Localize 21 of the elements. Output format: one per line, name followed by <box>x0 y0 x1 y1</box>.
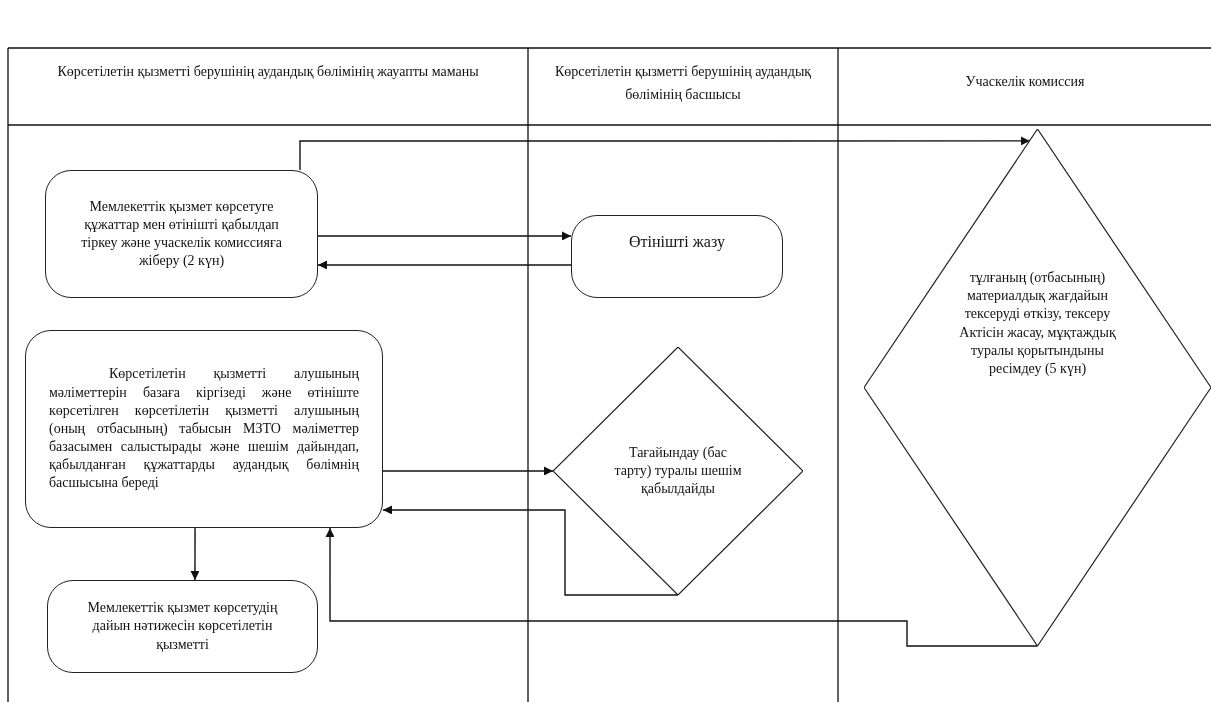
decision-diamond <box>553 347 803 595</box>
arrow <box>317 260 572 270</box>
node-text: Өтінішті жазу <box>628 232 726 253</box>
node-text: Мемлекеттік қызмет көрсетуге құжаттар мен өтінішті қабылдап тіркеу және учаскелік комиссияға жіберу (2 күн) <box>80 197 283 271</box>
arrow <box>382 505 679 596</box>
process-box <box>571 215 783 298</box>
arrow <box>325 527 1039 647</box>
decision-diamond <box>864 129 1211 646</box>
arrow <box>382 466 554 476</box>
node-text: Көрсетілетін қызметті алушының мәліметтерін базаға кіргізеді және өтініште көрсетілген көрсетілетін қызметті алушының (оның отбасының) табысын МЗТО мәліметтер базасымен салыстырады және шешім дайындап, қабылданған құжаттарды аудандық бөлімнің басшысына береді <box>49 365 359 493</box>
node-text: Тағайындау (бас тарту) туралы шешім қабылдайды <box>613 443 743 499</box>
arrow <box>317 231 572 241</box>
column-header: Көрсетілетін қызметті берушінің аудандық бөлімінің басшысы <box>553 63 813 105</box>
process-box <box>25 330 383 528</box>
process-box <box>47 580 318 673</box>
process-box <box>45 170 318 298</box>
node-text: тұлғаның (отбасының) материалдық жағдайын тексеруді өткізу, тексеру Актісін жасау, мұқтаждық туралы қорытындыны ресімдеу (5 күн) <box>958 269 1117 378</box>
arrow <box>190 527 200 581</box>
column-header: Көрсетілетін қызметті берушінің аудандық бөлімінің жауапты маманы <box>56 63 480 81</box>
node-text: Мемлекеттік қызмет көрсетудің дайын нәтижесін көрсетілетін қызметті <box>86 599 279 654</box>
column-header: Учаскелік комиссия <box>964 73 1086 91</box>
